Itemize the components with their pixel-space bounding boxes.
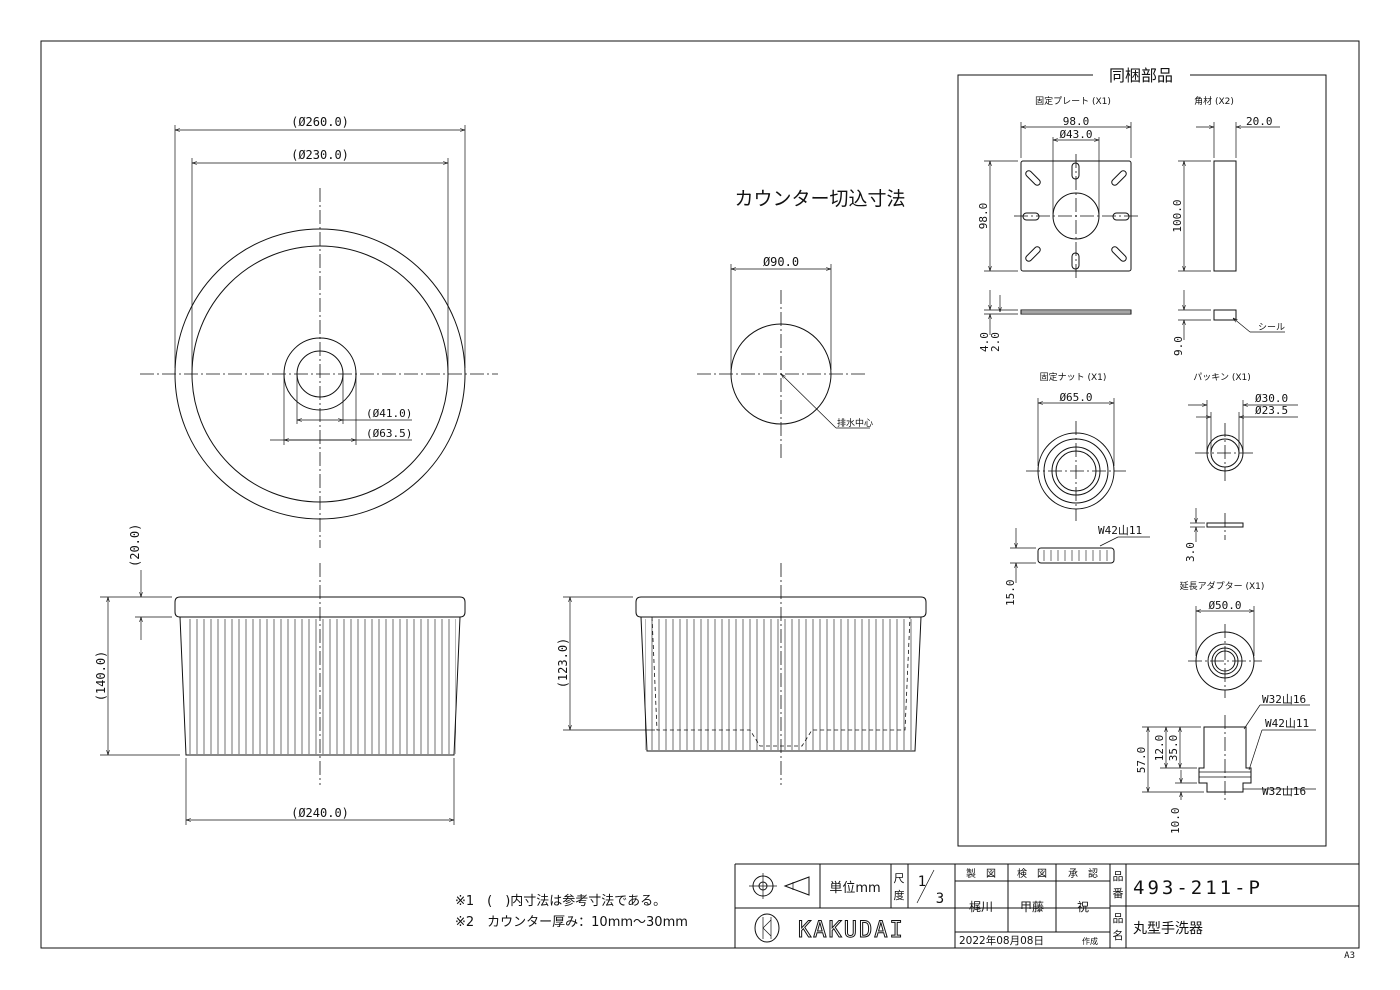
made-name: 梶川 [969, 900, 993, 914]
square-label: 角材 (X2) [1194, 95, 1234, 107]
title-block: 単位mm 尺 度 1 3 製 図 検 図 承 認 梶川 甲藤 祝 2022年08… [734, 863, 1359, 948]
cutout-title: カウンター切込寸法 [734, 188, 905, 210]
plate-dim-width: 98.0 [1063, 115, 1090, 128]
plate-dim-hole: Ø43.0 [1059, 128, 1092, 141]
side-view: (20.0) (140.0) (Ø240.0) [94, 524, 466, 825]
scale-numerator: 1 [918, 874, 926, 890]
dim-drain-outer: (Ø63.5) [366, 427, 412, 440]
adapter-thread-mid: W42山11 [1265, 717, 1309, 730]
dim-outer-diameter: (Ø260.0) [291, 115, 349, 129]
nut-dim-diameter: Ø65.0 [1059, 391, 1092, 404]
dim-rim-thickness: (20.0) [128, 524, 142, 567]
plate-dim-height: 98.0 [977, 203, 990, 230]
adapter-thread-top: W32山16 [1262, 693, 1306, 706]
part-name: 丸型手洗器 [1133, 921, 1203, 937]
packing-dim-outer: Ø30.0 [1255, 392, 1288, 405]
packing-dim-inner: Ø23.5 [1255, 404, 1288, 417]
kakudai-logo: KAKUDAI [754, 913, 905, 944]
scale-label-1: 尺 [894, 872, 905, 885]
square-dim-thick: 9.0 [1172, 336, 1185, 356]
square-dim-length: 100.0 [1171, 199, 1184, 232]
note-1: ※1 ( )内寸法は参考寸法である。 [455, 893, 666, 909]
square-dim-width: 20.0 [1246, 115, 1273, 128]
part-no-label-1: 品 [1113, 870, 1124, 883]
nut-label: 固定ナット (X1) [1040, 371, 1107, 383]
dim-inner-diameter: (Ø230.0) [291, 148, 349, 162]
section-view: (123.0) [556, 563, 927, 785]
dim-base-diameter: (Ø240.0) [291, 806, 349, 820]
notes: ※1 ( )内寸法は参考寸法である。 ※2 カウンター厚み：10mm～30mm [455, 893, 688, 930]
part-name-label-2: 名 [1113, 928, 1124, 942]
part-no-label-2: 番 [1113, 887, 1124, 900]
projection-symbol-icon [749, 873, 810, 899]
scale-denominator: 3 [936, 891, 944, 907]
nut-dim-height: 15.0 [1004, 580, 1017, 607]
date-text: 2022年08月08日 [959, 934, 1044, 947]
adapter-dim-diameter: Ø50.0 [1208, 599, 1241, 612]
part-name-label-1: 品 [1113, 912, 1124, 925]
nut-thread: W42山11 [1098, 524, 1142, 537]
plate-label: 固定プレート (X1) [1035, 95, 1111, 107]
note-2: ※2 カウンター厚み：10mm～30mm [455, 915, 688, 930]
seal-label: シール [1258, 323, 1285, 333]
packing-dim-thick: 3.0 [1184, 542, 1197, 562]
parts-box-title: 同梱部品 [1109, 66, 1173, 85]
packing-label: パッキン (X1) [1193, 372, 1251, 383]
adapter-dim-total: 57.0 [1135, 747, 1148, 774]
parts-box: 同梱部品 固定プレート (X1) 98.0 Ø43.0 98.0 4 [957, 66, 1327, 847]
cutout-view: カウンター切込寸法 Ø90.0 排水中心 [697, 188, 906, 458]
adapter-label: 延長アダプター (X1) [1180, 580, 1265, 592]
adapter-dim-a: 12.0 [1153, 735, 1166, 762]
dim-cutout-diameter: Ø90.0 [763, 255, 799, 269]
sheet-size-label: A3 [1344, 951, 1355, 961]
brand-wordmark: KAKUDAI [798, 918, 905, 943]
plate-dim-t1: 4.0 [978, 332, 991, 352]
dim-drain-inner: (Ø41.0) [366, 407, 412, 420]
part-number: 493-211-P [1133, 877, 1263, 899]
top-view: (Ø260.0) (Ø230.0) (Ø41.0) (Ø63.5) [140, 115, 498, 548]
scale-label-2: 度 [894, 888, 905, 902]
adapter-thread-bottom: W32山16 [1262, 785, 1306, 798]
check-header: 検 図 [1017, 867, 1047, 880]
unit-label: 単位mm [829, 880, 880, 896]
drain-center-label: 排水中心 [837, 417, 873, 429]
created-label: 作成 [1082, 936, 1098, 946]
dim-inner-depth: (123.0) [556, 638, 570, 689]
adapter-dim-c: 10.0 [1169, 808, 1182, 835]
plate-dim-t2: 2.0 [989, 332, 1002, 352]
adapter-dim-b: 35.0 [1167, 735, 1180, 762]
made-header: 製 図 [966, 867, 996, 880]
dim-bowl-height: (140.0) [94, 651, 108, 702]
sheet-border [40, 40, 1360, 949]
approve-header: 承 認 [1068, 867, 1098, 880]
approve-name: 祝 [1077, 900, 1089, 914]
check-name: 甲藤 [1020, 900, 1044, 914]
